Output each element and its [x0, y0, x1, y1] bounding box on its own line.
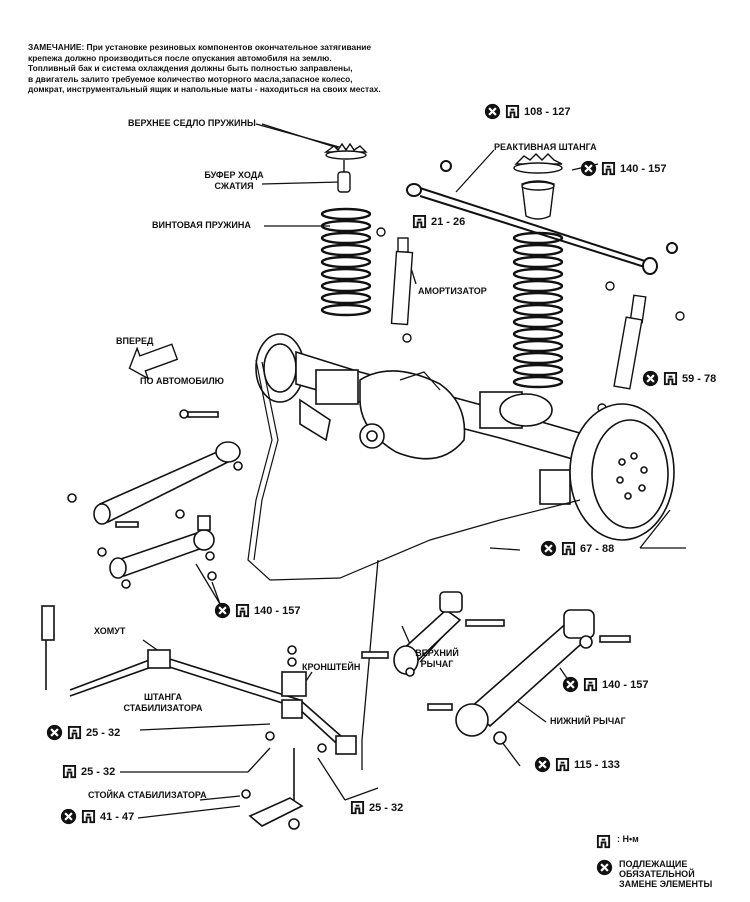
- torque-value: 115 - 133: [574, 758, 620, 771]
- coil-spring-left: [320, 207, 372, 317]
- x-circle-icon: [46, 724, 63, 741]
- torque-value: 25 - 32: [81, 765, 116, 778]
- torque-wrench-icon: [583, 677, 598, 692]
- torque-wrench-icon: [555, 757, 570, 772]
- note-line: Топливный бак и система охлаждения должн…: [28, 63, 353, 74]
- torque-callout: 41 - 47: [60, 808, 134, 825]
- legend: : Н•м ПОДЛЕЖАЩИЕ ОБЯЗАТЕЛЬНОЙ ЗАМЕНЕ ЭЛЕ…: [596, 834, 712, 899]
- torque-callout: 21 - 26: [412, 214, 465, 229]
- torque-wrench-icon: [561, 541, 576, 556]
- x-circle-icon: [642, 370, 659, 387]
- rear-axle: [255, 333, 675, 541]
- torque-callout: 140 - 157: [580, 160, 666, 177]
- upper-link-left: [97, 509, 217, 589]
- note-line: домкрат, инструментальный ящик и напольн…: [28, 84, 381, 95]
- torque-value: 140 - 157: [620, 162, 667, 175]
- lower-arm: [427, 609, 631, 745]
- torque-callout: 140 - 157: [562, 676, 648, 693]
- torque-wrench-icon: [505, 104, 520, 119]
- bump-stop: [337, 160, 351, 193]
- torque-value: 140 - 157: [602, 678, 649, 691]
- upper-arm: [361, 591, 505, 677]
- label-panhard-rod: РЕАКТИВНАЯ ШТАНГА: [494, 142, 597, 152]
- legend-replace-line2: ОБЯЗАТЕЛЬНОЙ: [619, 869, 695, 879]
- forward-arrow: [128, 343, 179, 380]
- torque-callout: 59 - 78: [642, 370, 716, 387]
- legend-torque-unit: : Н•м: [596, 834, 712, 849]
- torque-callout: 25 - 32: [350, 800, 403, 815]
- label-stabilizer-bar-line1: ШТАНГА: [143, 692, 182, 702]
- torque-value: 140 - 157: [254, 604, 301, 617]
- upper-spring-seat: [323, 142, 368, 160]
- torque-wrench-icon: [235, 603, 250, 618]
- stabilizer-bar: [41, 605, 357, 830]
- label-bump-stop-line1: БУФЕР ХОДА: [204, 170, 264, 180]
- x-circle-icon: [580, 160, 597, 177]
- torque-value: 59 - 78: [682, 372, 717, 385]
- note-line: ЗАМЕЧАНИЕ: При установке резиновых компо…: [28, 42, 372, 52]
- torque-wrench-icon: [663, 371, 678, 386]
- label-forward-2: ПО АВТОМОБИЛЮ: [140, 376, 224, 386]
- label-upper-spring-seat: ВЕРХНЕЕ СЕДЛО ПРУЖИНЫ: [128, 118, 256, 128]
- note-line: в двигатель залито требуемое количество …: [28, 73, 353, 84]
- lower-link-left: [67, 409, 243, 528]
- torque-wrench-icon: [62, 764, 77, 779]
- shock-absorber-left: [376, 227, 414, 343]
- x-circle-icon: [214, 602, 231, 619]
- torque-callout: 140 - 157: [214, 602, 300, 619]
- torque-value: 108 - 127: [524, 105, 571, 118]
- legend-replace-line3: ЗАМЕНЕ ЭЛЕМЕНТЫ: [619, 879, 713, 889]
- legend-replace-text: ПОДЛЕЖАЩИЕ ОБЯЗАТЕЛЬНОЙ ЗАМЕНЕ ЭЛЕМЕНТЫ: [619, 859, 712, 889]
- label-forward-1: ВПЕРЕД: [116, 336, 154, 346]
- label-bracket: КРОНШТЕЙН: [302, 662, 361, 672]
- torque-wrench-icon: [350, 800, 365, 815]
- torque-value: 25 - 32: [369, 801, 404, 814]
- label-upper-arm-line2: РЫЧАГ: [420, 659, 454, 669]
- torque-value: 21 - 26: [431, 215, 466, 228]
- label-stabilizer-link: СТОЙКА СТАБИЛИЗАТОРА: [88, 790, 207, 800]
- label-bump-stop: БУФЕР ХОДА СЖАТИЯ: [204, 170, 264, 192]
- torque-wrench-icon: [81, 809, 96, 824]
- label-shock-absorber: АМОРТИЗАТОР: [418, 286, 487, 296]
- label-stabilizer-bar-line2: СТАБИЛИЗАТОРА: [123, 703, 203, 713]
- x-circle-icon: [540, 540, 557, 557]
- torque-wrench-icon: [601, 161, 616, 176]
- torque-wrench-icon: [596, 834, 611, 849]
- torque-callout: 108 - 127: [484, 103, 570, 120]
- torque-wrench-icon: [412, 214, 427, 229]
- label-clamp: ХОМУТ: [94, 626, 126, 636]
- x-circle-icon: [562, 676, 579, 693]
- x-circle-icon: [60, 808, 77, 825]
- x-circle-icon: [534, 756, 551, 773]
- torque-wrench-icon: [67, 725, 82, 740]
- label-coil-spring: ВИНТОВАЯ ПРУЖИНА: [152, 220, 251, 230]
- legend-unit-text: : Н•м: [617, 834, 639, 844]
- label-lower-arm: НИЖНИЙ РЫЧАГ: [550, 716, 626, 726]
- torque-value: 67 - 88: [580, 542, 615, 555]
- legend-replace: ПОДЛЕЖАЩИЕ ОБЯЗАТЕЛЬНОЙ ЗАМЕНЕ ЭЛЕМЕНТЫ: [596, 859, 712, 889]
- torque-value: 25 - 32: [86, 726, 121, 739]
- torque-callout: 25 - 32: [46, 724, 120, 741]
- torque-callout: 115 - 133: [534, 756, 620, 773]
- shock-absorber-right: [597, 281, 685, 413]
- x-circle-icon: [596, 859, 613, 876]
- brake-cable: [247, 359, 581, 581]
- label-stabilizer-bar: ШТАНГА СТАБИЛИЗАТОРА: [120, 692, 206, 714]
- coil-spring-right: [512, 231, 564, 389]
- torque-callout: 67 - 88: [540, 540, 614, 557]
- label-upper-arm-line1: ВЕРХНИЙ: [415, 648, 459, 658]
- legend-replace-line1: ПОДЛЕЖАЩИЕ: [619, 859, 688, 869]
- x-circle-icon: [484, 103, 501, 120]
- upper-spring-seat-right: [513, 153, 563, 220]
- torque-value: 41 - 47: [100, 810, 135, 823]
- label-bump-stop-line2: СЖАТИЯ: [214, 181, 254, 191]
- note-line: крепежа должно производиться после опуск…: [28, 52, 332, 63]
- installation-note: ЗАМЕЧАНИЕ: При установке резиновых компо…: [28, 42, 438, 95]
- label-upper-arm: ВЕРХНИЙ РЫЧАГ: [406, 648, 468, 670]
- panhard-rod: [406, 160, 678, 275]
- torque-callout: 25 - 32: [62, 764, 115, 779]
